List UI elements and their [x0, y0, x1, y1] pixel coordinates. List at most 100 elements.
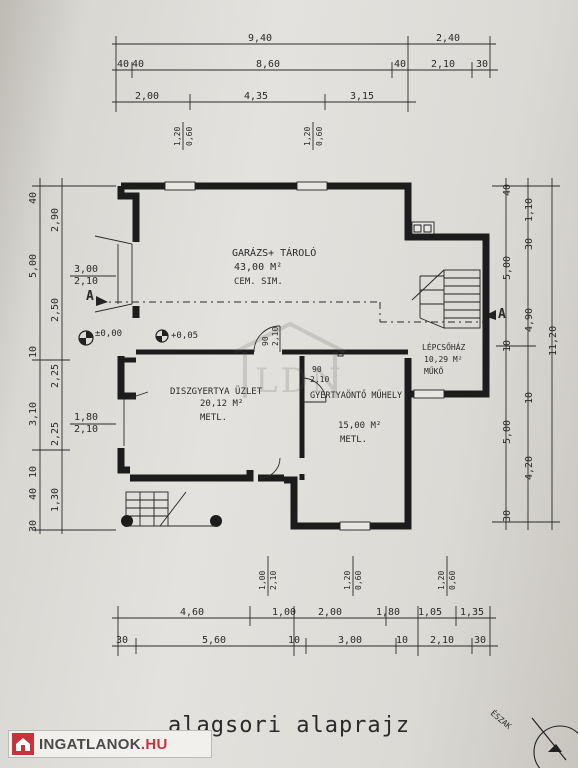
dim-bottom-13: 30 — [474, 635, 486, 646]
door-swings — [253, 325, 327, 479]
bottom-dimensions: 4,60 1,00 2,00 1,80 1,05 1,35 30 5,60 10… — [112, 606, 498, 656]
dim-right-11: 30 — [502, 510, 513, 522]
room-stairwell-name: LÉPCSŐHÁZ — [422, 341, 466, 352]
dim-top-wall-right: 40 — [394, 59, 406, 70]
window-tag-bottom-1-height: 2,10 — [269, 571, 278, 590]
dim-top-inner: 8,60 — [256, 59, 280, 70]
logo-text: INGATLANOK.HU — [39, 736, 168, 753]
room-shop-name: DISZGYERTYA ÜZLET — [170, 386, 263, 397]
dim-top-seg-1: 2,00 — [135, 91, 159, 102]
room-garage-name: GARÁZS+ TÁROLÓ — [232, 246, 316, 259]
window-tag-bottom-1-width: 1,00 — [258, 571, 267, 590]
dim-left-9: 10 — [28, 466, 39, 478]
dim-top-stair-wall: 30 — [476, 59, 488, 70]
dim-top-wall-left: 40 — [117, 59, 129, 70]
left-dimensions: 40 2,90 5,00 2,50 10 2,25 3,10 2,25 10 4… — [28, 178, 116, 534]
site-logo: INGATLANOK.HU — [8, 730, 212, 758]
logo-text-prefix: INGATLANOK — [39, 735, 141, 753]
room-stairwell-area: 10,29 M² — [424, 355, 463, 364]
top-dimensions: 9,40 2,40 40 40 8,60 40 2,10 30 2,00 4,3… — [112, 33, 498, 112]
dim-right-4: 5,00 — [502, 256, 513, 280]
dim-right-10: 4,20 — [524, 456, 535, 480]
bottom-window-tags: 1,00 2,10 1,20 0,60 1,20 0,60 — [258, 556, 457, 596]
dim-right-2: 1,10 — [524, 198, 535, 222]
dim-bottom-3: 2,00 — [318, 607, 342, 618]
dim-bottom-9: 10 — [288, 635, 300, 646]
level-inside-label: +0,05 — [171, 331, 198, 341]
room-stairwell: LÉPCSŐHÁZ 10,29 M² MŰKŐ — [422, 341, 466, 376]
room-workshop-area: 15,00 M² — [338, 421, 381, 431]
dim-top-seg-2: 4,35 — [244, 91, 268, 102]
dim-right-6: 11,20 — [548, 326, 559, 356]
dim-bottom-5: 1,05 — [418, 607, 442, 618]
stairs-main — [411, 269, 481, 329]
dim-left-3: 5,00 — [28, 254, 39, 278]
dim-right-1: 40 — [502, 184, 513, 196]
dim-top-stair: 2,40 — [436, 33, 460, 44]
watermark-text: LDN — [255, 361, 344, 401]
window-tag-bottom-2-width: 1,20 — [343, 571, 352, 590]
dim-left-10: 40 — [28, 488, 39, 500]
dim-right-7: 10 — [502, 340, 513, 352]
room-workshop: GYERTYAÖNTŐ MŰHELY 15,00 M² METL. — [310, 390, 402, 445]
exterior-walls — [117, 182, 490, 530]
interior-walls — [118, 349, 408, 480]
dim-bottom-1: 4,60 — [180, 607, 204, 618]
window-tag-top-2-width: 1,20 — [303, 127, 312, 146]
dim-top-seg-3: 3,15 — [350, 91, 374, 102]
level-outside-label: ±0,00 — [95, 329, 122, 339]
dim-left-1: 40 — [28, 192, 39, 204]
window-tag-top-2-height: 0,60 — [315, 127, 324, 146]
dim-bottom-6: 1,35 — [460, 607, 484, 618]
dim-bottom-2: 1,00 — [272, 607, 296, 618]
room-garage: GARÁZS+ TÁROLÓ 43,00 M² CEM. SIM. — [232, 246, 316, 287]
dim-left-7: 3,10 — [28, 402, 39, 426]
dim-right-9: 5,00 — [502, 420, 513, 444]
stairs-entrance — [125, 491, 187, 527]
dim-top-stair-inner: 2,10 — [431, 59, 455, 70]
watermark-logo: LDN — [234, 321, 346, 401]
level-marker-inside: +0,05 — [155, 329, 198, 343]
dim-left-11: 1,30 — [50, 488, 61, 512]
level-marker-outside: ±0,00 — [78, 329, 122, 346]
dim-bottom-7: 30 — [116, 635, 128, 646]
dim-bottom-12: 2,10 — [430, 635, 454, 646]
dim-top-total: 9,40 — [248, 33, 272, 44]
north-arrow-icon: ÉSZAK — [489, 707, 578, 768]
dim-left-2: 2,90 — [50, 208, 61, 232]
top-window-tags: 1,20 0,60 1,20 0,60 — [173, 122, 324, 150]
room-shop: DISZGYERTYA ÜZLET 20,12 M² METL. — [170, 386, 263, 423]
dim-right-3: 30 — [524, 238, 535, 250]
dim-left-12: 30 — [28, 520, 39, 532]
room-workshop-name: GYERTYAÖNTŐ MŰHELY — [310, 390, 402, 401]
right-dimensions: 40 1,10 30 5,00 4,90 11,20 10 10 5,00 4,… — [492, 178, 560, 530]
windows — [164, 181, 445, 531]
section-marker-left: A — [86, 289, 94, 304]
inner-door-tag-height: 2,10 — [310, 375, 329, 384]
room-stairwell-floor: MŰKŐ — [424, 366, 443, 376]
room-shop-floor: METL. — [200, 413, 227, 423]
window-tag-top-1-height: 0,60 — [185, 127, 194, 146]
left-door-tag-top-width: 3,00 — [74, 264, 98, 275]
room-workshop-floor: METL. — [340, 435, 367, 445]
window-tag-bottom-2-height: 0,60 — [354, 571, 363, 590]
dim-left-8: 2,25 — [50, 422, 61, 446]
left-door-tag-top-height: 2,10 — [74, 276, 98, 287]
dim-left-6: 2,25 — [50, 364, 61, 388]
inner-door-tag-width: 90 — [312, 365, 322, 374]
dim-left-5: 10 — [28, 346, 39, 358]
room-garage-floor: CEM. SIM. — [234, 277, 283, 287]
window-tag-top-1-width: 1,20 — [173, 127, 182, 146]
dim-bottom-4: 1,80 — [376, 607, 400, 618]
left-door-tag-bottom-width: 1,80 — [74, 412, 98, 423]
dim-bottom-11: 10 — [396, 635, 408, 646]
window-tag-bottom-3-height: 0,60 — [448, 571, 457, 590]
chimney-icon — [413, 224, 432, 233]
dim-right-8: 10 — [524, 392, 535, 404]
dim-right-5: 4,90 — [524, 308, 535, 332]
dim-left-4: 2,50 — [50, 298, 61, 322]
dim-top-wall-left-2: 40 — [132, 59, 144, 70]
window-tag-bottom-3-width: 1,20 — [437, 571, 446, 590]
